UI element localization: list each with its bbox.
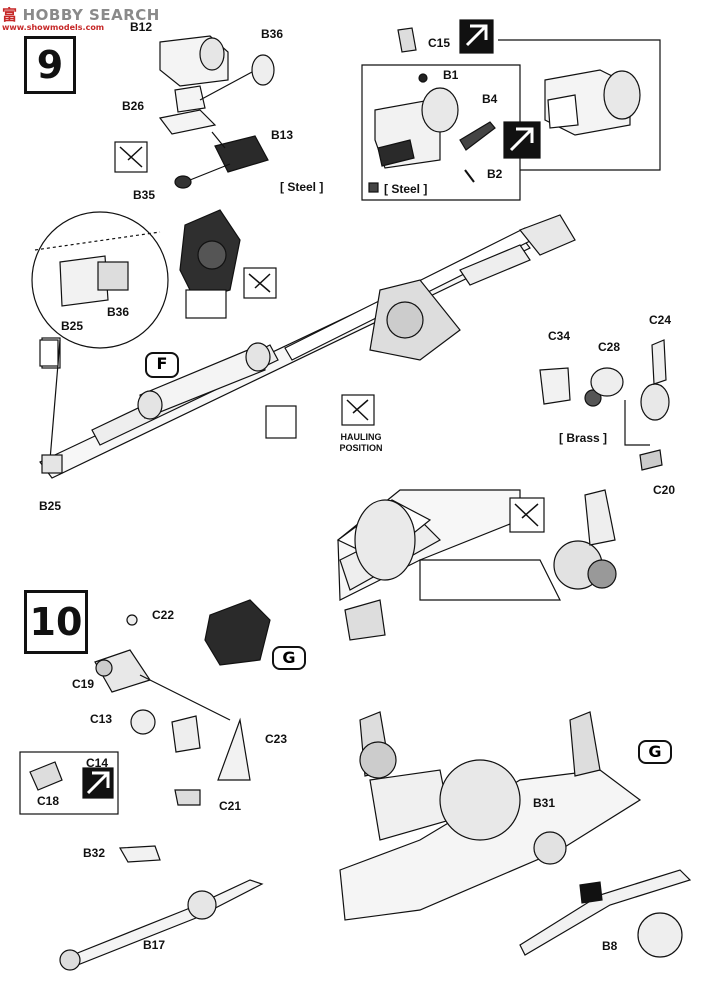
part-label-c28: C28 [598, 340, 621, 354]
part-label-b1: B1 [443, 68, 459, 82]
part-label-b17: B17 [143, 938, 166, 952]
part-label-c14: C14 [86, 756, 109, 770]
part-label-b36-top: B36 [261, 27, 284, 41]
step-10-number: 10 [24, 590, 88, 654]
part-label-b25-inset: B25 [61, 319, 84, 333]
part-label-b36-inset: B36 [107, 305, 130, 319]
part-label-b12: B12 [130, 20, 153, 34]
part-label-c21: C21 [219, 799, 242, 813]
watermark-brand-en: HOBBY SEARCH [22, 6, 160, 24]
part-label-c13: C13 [90, 712, 113, 726]
watermark: 富 HOBBY SEARCH www.showmodels.com [2, 4, 160, 32]
part-label-b26: B26 [122, 99, 145, 113]
axle-drawing [64, 879, 264, 969]
part-label-c23: C23 [265, 732, 288, 746]
part-label-c22: C22 [152, 608, 175, 622]
callout-badge-f: F [145, 352, 179, 378]
part-label-b4: B4 [482, 92, 498, 106]
part-label-b35: B35 [133, 188, 156, 202]
callout-badge-g-left-text: G [282, 648, 296, 667]
part-label-b13: B13 [271, 128, 294, 142]
part-label-b2: B2 [487, 167, 503, 181]
hauling-position-note: HAULING POSITION [330, 432, 392, 454]
part-label-b31: B31 [533, 796, 556, 810]
gun-carriage-drawing [339, 711, 692, 958]
breech-block-drawing [158, 35, 275, 189]
material-steel-a: [ Steel ] [280, 180, 324, 194]
part-label-c18: C18 [37, 794, 60, 808]
part-label-c20: C20 [653, 483, 676, 497]
step-9-number: 9 [24, 36, 76, 94]
watermark-brand-cn: 富 [2, 6, 18, 24]
callout-badge-g-right: G [638, 740, 672, 764]
part-label-c24: C24 [649, 313, 672, 327]
callout-badge-f-text: F [156, 354, 168, 373]
step-9-text: 9 [36, 43, 64, 87]
callout-badge-g-right-text: G [648, 742, 662, 761]
part-label-c34: C34 [548, 329, 571, 343]
watermark-site: www.showmodels.com [2, 23, 105, 32]
part-label-c19: C19 [72, 677, 95, 691]
hauling-text-2: POSITION [339, 443, 383, 453]
gun-barrel-drawing [39, 214, 576, 479]
assembled-breech-drawing [544, 69, 641, 136]
step-10-text: 10 [29, 600, 83, 644]
carriage-drawing [336, 489, 617, 641]
sight-assembly-drawing [204, 599, 271, 666]
part-label-b25-bottom: B25 [39, 499, 62, 513]
part-label-c15: C15 [428, 36, 451, 50]
callout-badge-g-left: G [272, 646, 306, 670]
part-label-b32: B32 [83, 846, 106, 860]
material-brass: [ Brass ] [559, 431, 608, 445]
hauling-text-1: HAULING [340, 432, 382, 442]
subassembly-frame [361, 64, 521, 201]
material-steel-b: [ Steel ] [384, 182, 428, 196]
part-label-b8: B8 [602, 939, 618, 953]
